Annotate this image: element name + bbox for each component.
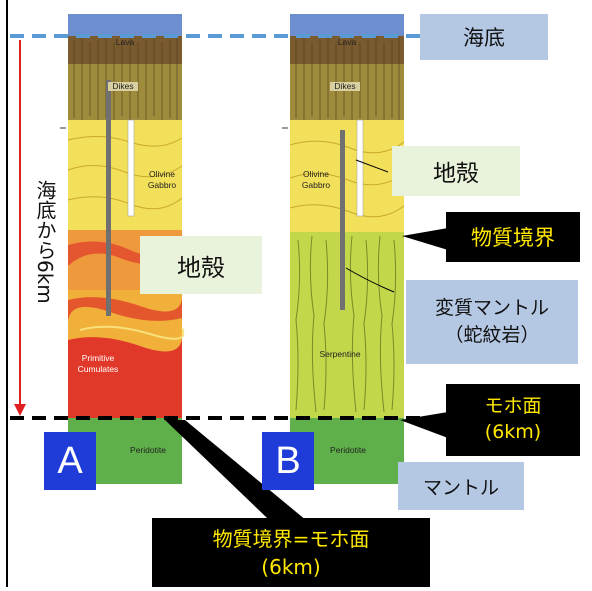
column-b-serpentine-veins [295, 235, 397, 413]
depth-label: 海底から6km [33, 180, 57, 304]
moho-line2: (6km) [484, 421, 542, 443]
boundary-callout-pointer [402, 228, 448, 250]
column-b-seawater [290, 14, 404, 36]
altered-mantle-line1: 変質マントル [434, 297, 549, 320]
altered-mantle-label: 変質マントル （蛇紋岩） [406, 280, 578, 364]
tag-dikes-a: Dikes [108, 82, 138, 91]
moho-line1: モホ面 [484, 395, 542, 418]
depth-arrow-head [14, 404, 26, 416]
altered-mantle-line2: （蛇紋岩） [444, 324, 540, 346]
column-b-gabbro-layer-2 [289, 173, 405, 186]
tag-lava-b: Lava [337, 37, 357, 47]
material-boundary-label: 物質境界 [446, 212, 580, 262]
mantle-label: マントル [398, 462, 524, 510]
tag-peridotite-b: Peridotite [330, 445, 366, 455]
column-b-drill-hole [340, 130, 345, 310]
column-b-gabbro-layer-1 [289, 140, 405, 154]
tag-peridotite-a: Peridotite [130, 445, 166, 455]
tag-olivine-b: Olivine [303, 169, 329, 179]
column-a-drill-hole [106, 80, 111, 316]
tag-lava-a: Lava [115, 37, 135, 47]
column-b-gabbro [290, 120, 404, 232]
column-a-lava [68, 36, 182, 64]
column-a-white-dike [127, 119, 135, 217]
crust-label-b: 地殻 [392, 146, 520, 196]
column-a-dikes [68, 64, 182, 120]
column-b-serpentine [290, 232, 404, 418]
column-a [67, 14, 185, 484]
column-b [289, 14, 405, 484]
tag-dikes-b: Dikes [330, 82, 360, 91]
moho-callout-pointer [400, 412, 448, 438]
crust-pointer [355, 159, 389, 173]
panel-a-marker: A [44, 432, 96, 490]
bottom-line2: (6km) [261, 554, 321, 579]
bottom-line1: 物質境界=モホ面 [212, 526, 370, 551]
tag-gabbro-b: Gabbro [301, 180, 331, 190]
tag-serpentine: Serpentine [319, 349, 361, 359]
column-b-dikes [290, 64, 404, 120]
bottom-boundary-label: 物質境界=モホ面 (6km) [152, 518, 430, 587]
column-a-red-band-2 [68, 297, 182, 322]
bottom-callout-pointer [165, 420, 330, 540]
column-a-cumulate-line [79, 325, 185, 340]
tag-cumulates: Cumulates [77, 364, 119, 374]
column-b-dike-streaks [295, 38, 400, 120]
column-b-white-dike [356, 119, 364, 217]
column-a-red-base [68, 337, 182, 418]
column-b-gabbro-layer-3 [289, 204, 405, 218]
panel-b-marker: B [262, 432, 314, 490]
crust-label-a: 地殻 [140, 236, 262, 294]
moho-label: モホ面 (6km) [446, 384, 580, 456]
tag-olivine-a: Olivine [149, 169, 175, 179]
column-b-lava [290, 36, 404, 64]
column-a-gabbro-layer-2 [67, 165, 183, 178]
seafloor-label: 海底 [420, 14, 548, 60]
tag-primitive: Primitive [81, 353, 115, 363]
column-a-seawater [68, 14, 182, 36]
altered-mantle-pointer [345, 267, 395, 293]
tag-gabbro-a: Gabbro [147, 180, 177, 190]
